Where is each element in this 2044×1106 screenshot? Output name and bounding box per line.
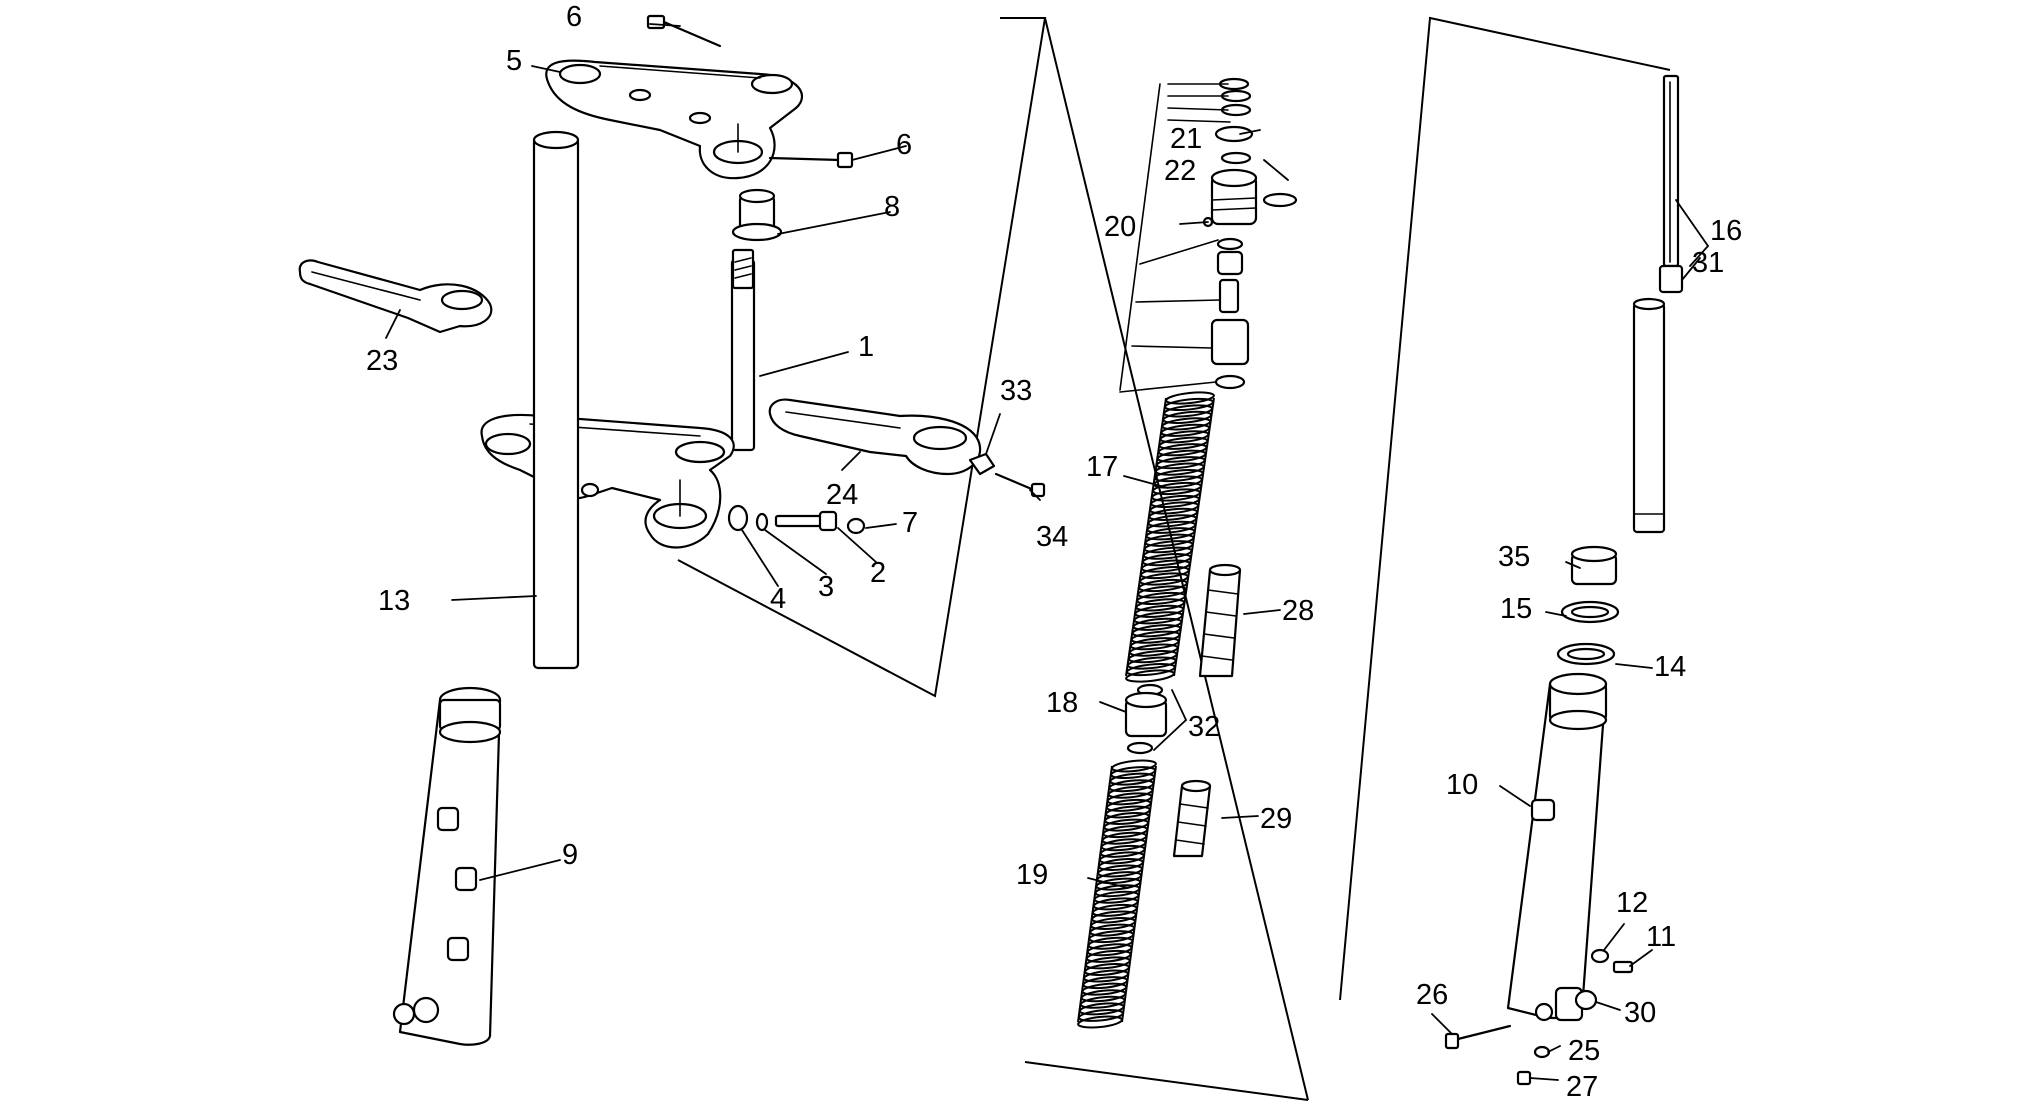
- callout-21: 21: [1170, 123, 1202, 155]
- spring-spacer: [1124, 683, 1168, 755]
- steering-stem: [730, 248, 756, 452]
- callout-16: 16: [1710, 215, 1742, 247]
- left-headlight-bracket: [298, 259, 493, 334]
- fork-inner-tube: [532, 130, 580, 670]
- preload-spacer-long: [1198, 563, 1242, 678]
- callout-14: 14: [1654, 651, 1686, 683]
- callout-15: 15: [1500, 593, 1532, 625]
- bearing-cup: [731, 188, 783, 242]
- right-headlight-bracket: [768, 398, 982, 476]
- callout-32: 32: [1188, 711, 1220, 743]
- callout-2: 2: [870, 557, 886, 589]
- callout-31: 31: [1692, 247, 1724, 279]
- callout-29: 29: [1260, 803, 1292, 835]
- callout-8: 8: [884, 191, 900, 223]
- callout-labels: 1 2 3 4 5 6 6 7 8 9 10 11 12 13 14 15 16…: [366, 1, 1742, 1103]
- callout-33: 33: [1000, 375, 1032, 407]
- cartridge-stack: [1202, 77, 1298, 390]
- callout-7: 7: [902, 507, 918, 539]
- callout-22: 22: [1164, 155, 1196, 187]
- bracket-bolt: [968, 452, 1046, 498]
- callout-34: 34: [1036, 521, 1068, 553]
- frame-spring-group: [677, 17, 1309, 1101]
- callout-18: 18: [1046, 687, 1078, 719]
- callout-11: 11: [1646, 921, 1676, 953]
- callout-13: 13: [378, 585, 410, 617]
- rod-seal-set: [1556, 545, 1620, 666]
- callout-6a: 6: [566, 1, 582, 33]
- callout-1: 1: [858, 331, 874, 363]
- lower-fork-spring: [1077, 759, 1157, 1029]
- fork-slider-right: [1506, 672, 1608, 1022]
- leader-lines: [385, 23, 1709, 1081]
- callout-3: 3: [818, 571, 834, 603]
- callout-5: 5: [506, 45, 522, 77]
- callout-20: 20: [1104, 211, 1136, 243]
- lower-triple-clamp: [480, 413, 735, 549]
- callout-23: 23: [366, 345, 398, 377]
- axle-fasteners: [1444, 948, 1634, 1086]
- callout-24: 24: [826, 479, 858, 511]
- callout-35: 35: [1498, 541, 1530, 573]
- callout-9: 9: [562, 839, 578, 871]
- callout-28: 28: [1282, 595, 1314, 627]
- damper-rod: [1632, 74, 1684, 534]
- side-bolt: [768, 151, 854, 169]
- stack-leader-lines: [1119, 83, 1231, 393]
- preload-spacer-short: [1172, 779, 1212, 858]
- fork-slider-left: [392, 686, 502, 1046]
- callout-26: 26: [1416, 979, 1448, 1011]
- frame-damper-group: [1339, 16, 1671, 1001]
- callout-27: 27: [1566, 1071, 1598, 1103]
- top-bolt: [646, 14, 722, 48]
- callout-25: 25: [1568, 1035, 1600, 1067]
- callout-19: 19: [1016, 859, 1048, 891]
- callout-17: 17: [1086, 451, 1118, 483]
- pinch-bolt-set: [727, 504, 866, 535]
- callout-12: 12: [1616, 887, 1648, 919]
- top-triple-clamp: [545, 59, 803, 180]
- callout-4: 4: [770, 583, 786, 615]
- callout-30: 30: [1624, 997, 1656, 1029]
- callout-10: 10: [1446, 769, 1478, 801]
- main-fork-spring: [1125, 391, 1215, 683]
- callout-6b: 6: [896, 129, 912, 161]
